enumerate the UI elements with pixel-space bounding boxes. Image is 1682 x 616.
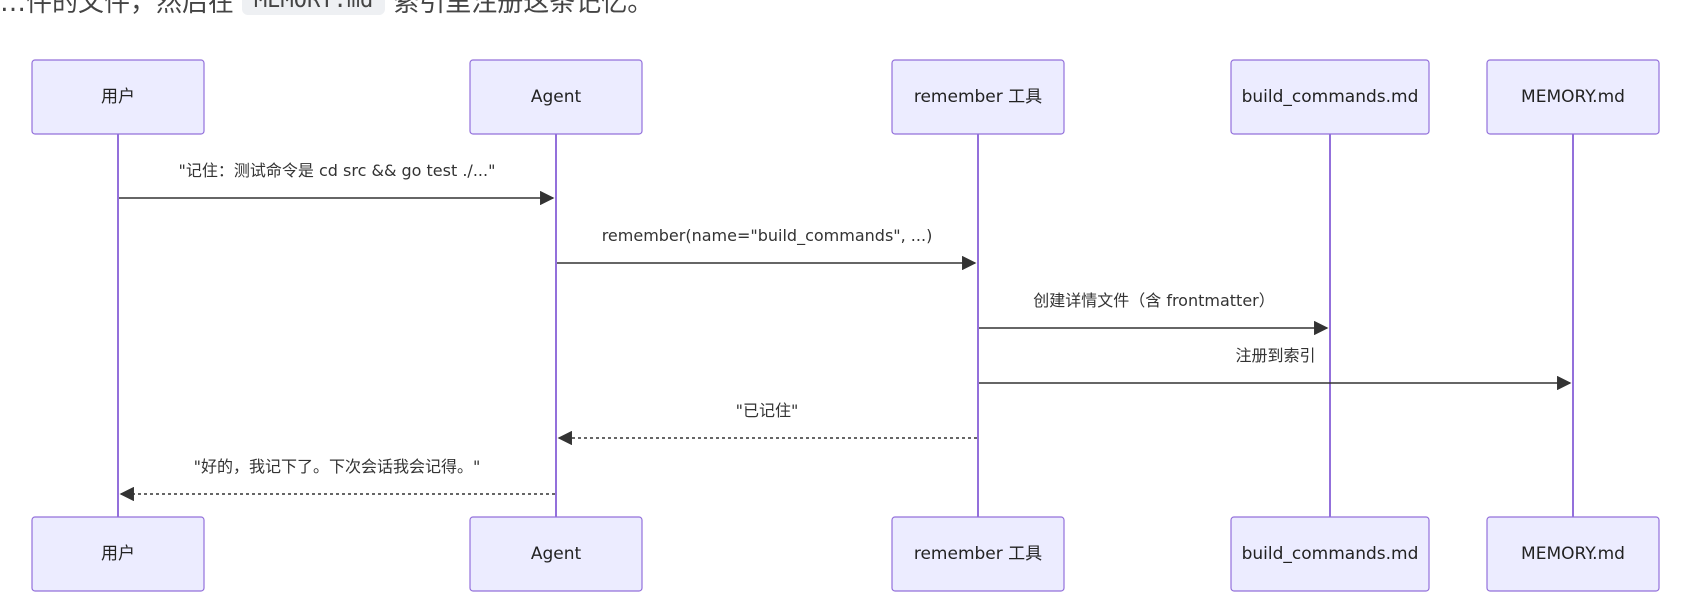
participant-agent-top: Agent xyxy=(469,59,643,135)
participant-box xyxy=(1486,59,1660,135)
participant-memory-top: MEMORY.md xyxy=(1486,59,1660,135)
header-text-before: …件的文件，然后在 xyxy=(0,0,235,18)
participant-file-top: build_commands.md xyxy=(1230,59,1430,135)
participant-tool-top: remember 工具 xyxy=(891,59,1065,135)
message-5: "已记住" xyxy=(557,401,977,446)
message-label: "记住：测试命令是 cd src && go test ./..." xyxy=(179,161,496,180)
participant-label: Agent xyxy=(531,87,582,107)
partial-header-text: …件的文件，然后在 MEMORY.md 索引里注册这条记忆。 xyxy=(0,0,653,19)
participant-label: MEMORY.md xyxy=(1521,544,1625,564)
participant-box xyxy=(31,516,205,592)
participant-tool-bottom: remember 工具 xyxy=(891,516,1065,592)
message-4: 注册到索引 xyxy=(979,346,1572,391)
header-code-span: MEMORY.md xyxy=(242,0,386,15)
participant-user-bottom: 用户 xyxy=(31,516,205,592)
message-1: "记住：测试命令是 cd src && go test ./..." xyxy=(119,161,555,206)
participant-box xyxy=(469,516,643,592)
participant-label: MEMORY.md xyxy=(1521,87,1625,107)
participant-file-bottom: build_commands.md xyxy=(1230,516,1430,592)
participant-box xyxy=(31,59,205,135)
participant-label: remember 工具 xyxy=(914,87,1042,107)
message-label: 创建详情文件（含 frontmatter） xyxy=(1033,291,1275,310)
participant-label: 用户 xyxy=(101,87,135,107)
messages: "记住：测试命令是 cd src && go test ./..." rememb… xyxy=(119,161,1572,502)
participant-box xyxy=(1230,59,1430,135)
participant-label: 用户 xyxy=(101,544,135,564)
participant-box xyxy=(891,59,1065,135)
message-label: "已记住" xyxy=(736,401,799,420)
message-6: "好的，我记下了。下次会话我会记得。" xyxy=(119,457,555,502)
actors-top: 用户 Agent remember 工具 build_commands.md MEMOR… xyxy=(31,59,1660,135)
actors-bottom: 用户 Agent remember 工具 build_commands.md MEMOR… xyxy=(31,516,1660,592)
message-2: remember(name="build_commands", ...) xyxy=(557,226,977,271)
participant-label: build_commands.md xyxy=(1242,544,1419,564)
message-3: 创建详情文件（含 frontmatter） xyxy=(979,291,1329,336)
participant-box xyxy=(891,516,1065,592)
message-label: "好的，我记下了。下次会话我会记得。" xyxy=(194,457,481,476)
participant-box xyxy=(1486,516,1660,592)
participant-label: Agent xyxy=(531,544,582,564)
participant-agent-bottom: Agent xyxy=(469,516,643,592)
message-label: 注册到索引 xyxy=(1235,346,1315,365)
lifelines xyxy=(117,134,1574,517)
participant-box xyxy=(1230,516,1430,592)
message-label: remember(name="build_commands", ...) xyxy=(602,226,933,246)
participant-memory-bottom: MEMORY.md xyxy=(1486,516,1660,592)
participant-label: remember 工具 xyxy=(914,544,1042,564)
header-text-after: 索引里注册这条记忆。 xyxy=(393,0,654,18)
participant-user-top: 用户 xyxy=(31,59,205,135)
participant-label: build_commands.md xyxy=(1242,87,1419,107)
participant-box xyxy=(469,59,643,135)
